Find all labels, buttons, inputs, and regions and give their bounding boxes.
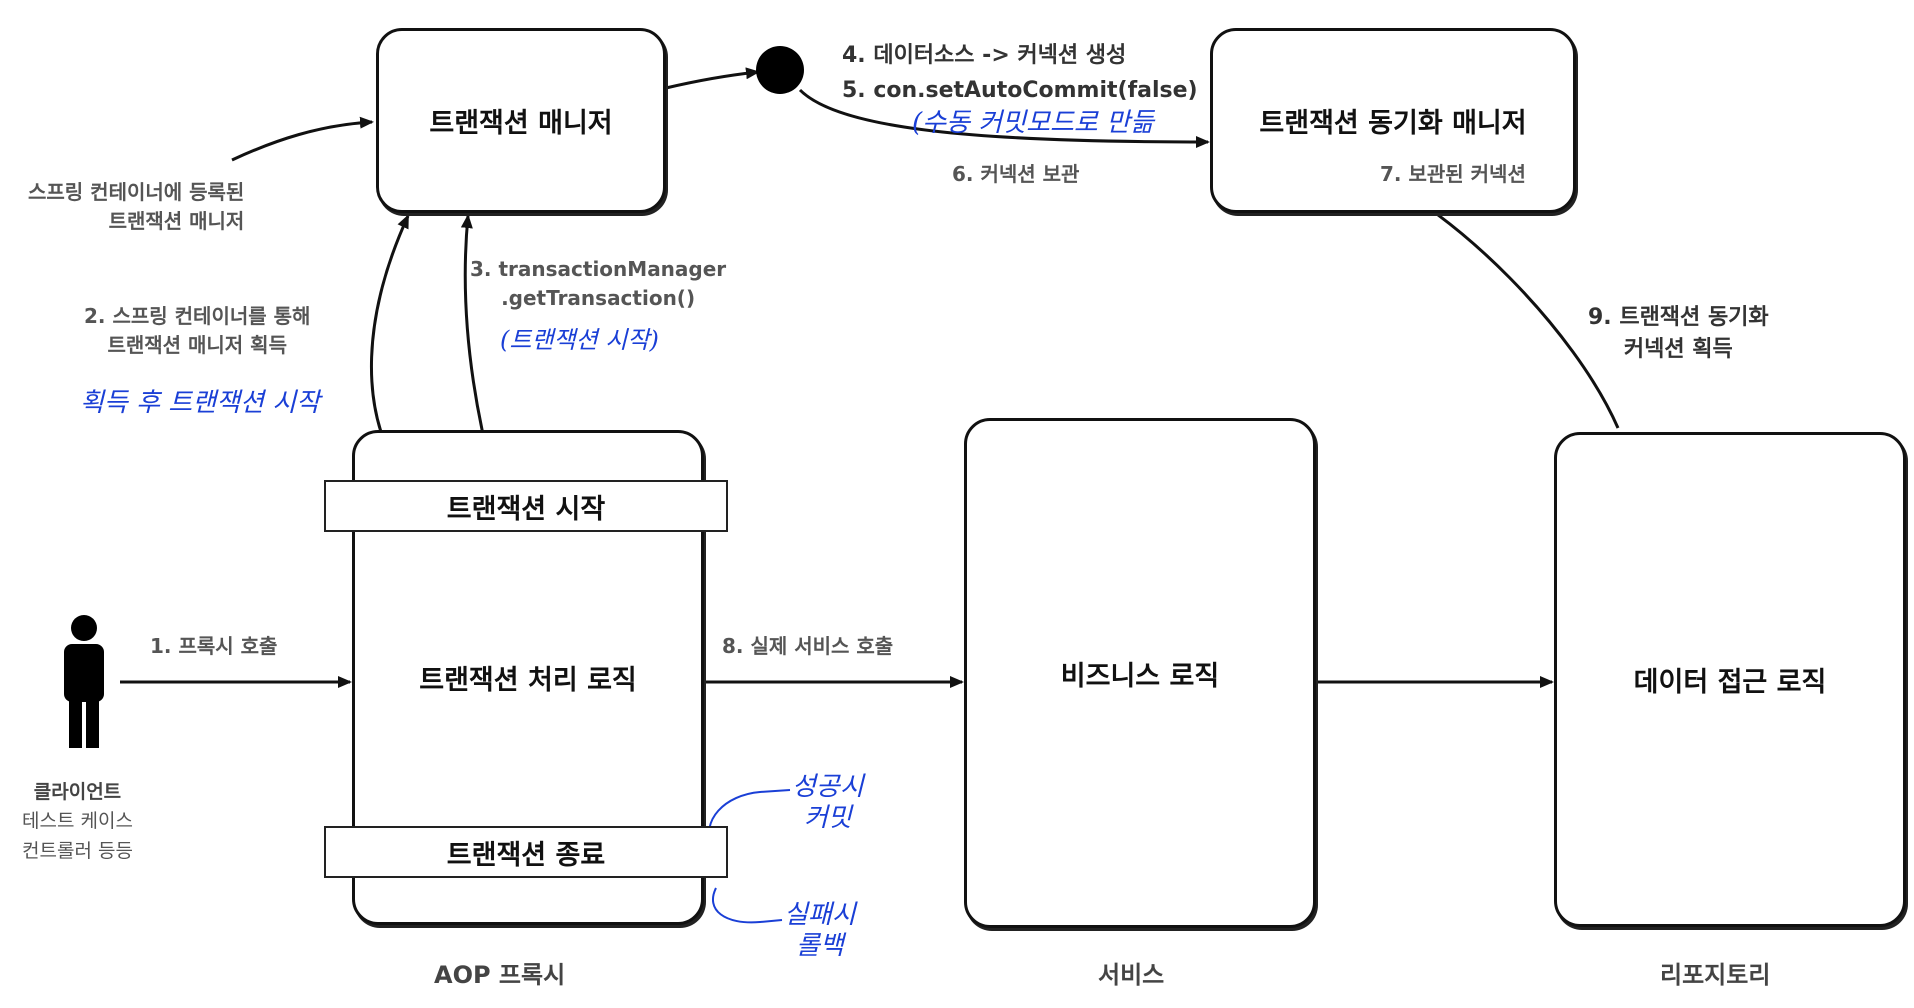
- step4-label: 4. 데이터소스 -> 커넥션 생성: [842, 43, 1127, 68]
- step9-line2: 커넥션 획득: [1623, 336, 1733, 362]
- step9-label: 9. 트랜잭션 동기화 커넥션 획득: [1588, 302, 1769, 366]
- transaction-end-label: 트랜잭션 종료: [446, 839, 606, 871]
- repository-box: 데이터 접근 로직: [1554, 432, 1906, 927]
- business-logic-label: 비즈니스 로직: [1060, 660, 1220, 692]
- transaction-manager-box: 트랜잭션 매니저: [376, 28, 666, 213]
- sync-manager-box: 트랜잭션 동기화 매니저: [1210, 28, 1576, 213]
- step3-line1: 3. transactionManager: [470, 257, 727, 281]
- success-line2: 커밋: [803, 803, 852, 834]
- transaction-start-label: 트랜잭션 시작: [446, 493, 606, 525]
- fail-line1: 실패시: [784, 900, 856, 930]
- step3-line2: .getTransaction(): [501, 286, 696, 310]
- repository-caption: 리포지토리: [1660, 961, 1771, 989]
- fail-line2: 롤백: [795, 931, 844, 962]
- step9-line1: 9. 트랜잭션 동기화: [1588, 305, 1769, 330]
- data-access-label: 데이터 접근 로직: [1633, 667, 1827, 698]
- handwritten-manual-commit: (수동 커밋모드로 만듦: [912, 108, 1154, 138]
- registered-line1: 스프링 컨테이너에 등록된: [28, 180, 245, 204]
- client-line1: 테스트 케이스: [22, 810, 133, 833]
- step2-line2: 트랜잭션 매니저 획득: [107, 333, 287, 357]
- step2-line1: 2. 스프링 컨테이너를 통해: [84, 304, 311, 328]
- handwritten-bracket-fail: [711, 887, 783, 924]
- transaction-start-bar: 트랜잭션 시작: [324, 480, 728, 532]
- step6-label: 6. 커넥션 보관: [952, 162, 1080, 186]
- service-caption: 서비스: [1098, 961, 1165, 989]
- client-figure: [64, 615, 104, 748]
- registered-line2: 트랜잭션 매니저: [108, 209, 245, 233]
- step2-label: 2. 스프링 컨테이너를 통해 트랜잭션 매니저 획득: [84, 302, 310, 360]
- aop-proxy-caption: AOP 프록시: [434, 961, 566, 989]
- step7-label: 7. 보관된 커넥션: [1380, 162, 1526, 186]
- sync-manager-label: 트랜잭션 동기화 매니저: [1259, 108, 1527, 139]
- client-title: 클라이언트: [33, 781, 122, 803]
- step1-label: 1. 프록시 호출: [150, 634, 278, 658]
- datasource-connection-dot: [756, 46, 804, 94]
- step5-label: 5. con.setAutoCommit(false): [842, 78, 1198, 103]
- client-caption: 클라이언트 테스트 케이스 컨트롤러 등등: [22, 778, 133, 866]
- step3-label: 3. transactionManager .getTransaction(): [470, 255, 726, 313]
- handwritten-acquire: 획득 후 트랜잭션 시작: [80, 388, 321, 418]
- handwritten-success: 성공시 커밋: [792, 772, 864, 834]
- arrow-registered: [231, 116, 374, 162]
- step8-label: 8. 실제 서비스 호출: [722, 634, 894, 658]
- handwritten-tx-start: (트랜잭션 시작): [500, 326, 659, 354]
- transaction-manager-label: 트랜잭션 매니저: [429, 108, 613, 139]
- registered-tx-manager-label: 스프링 컨테이너에 등록된 트랜잭션 매니저: [28, 178, 244, 236]
- proxy-logic-label: 트랜잭션 처리 로직: [419, 665, 637, 696]
- transaction-end-bar: 트랜잭션 종료: [324, 826, 728, 878]
- success-line1: 성공시: [792, 772, 864, 802]
- service-box: 비즈니스 로직: [964, 418, 1316, 928]
- arrow-step6: [798, 88, 1210, 148]
- client-line2: 컨트롤러 등등: [22, 839, 133, 862]
- arrow-step4: [665, 67, 760, 90]
- handwritten-fail: 실패시 롤백: [784, 900, 856, 962]
